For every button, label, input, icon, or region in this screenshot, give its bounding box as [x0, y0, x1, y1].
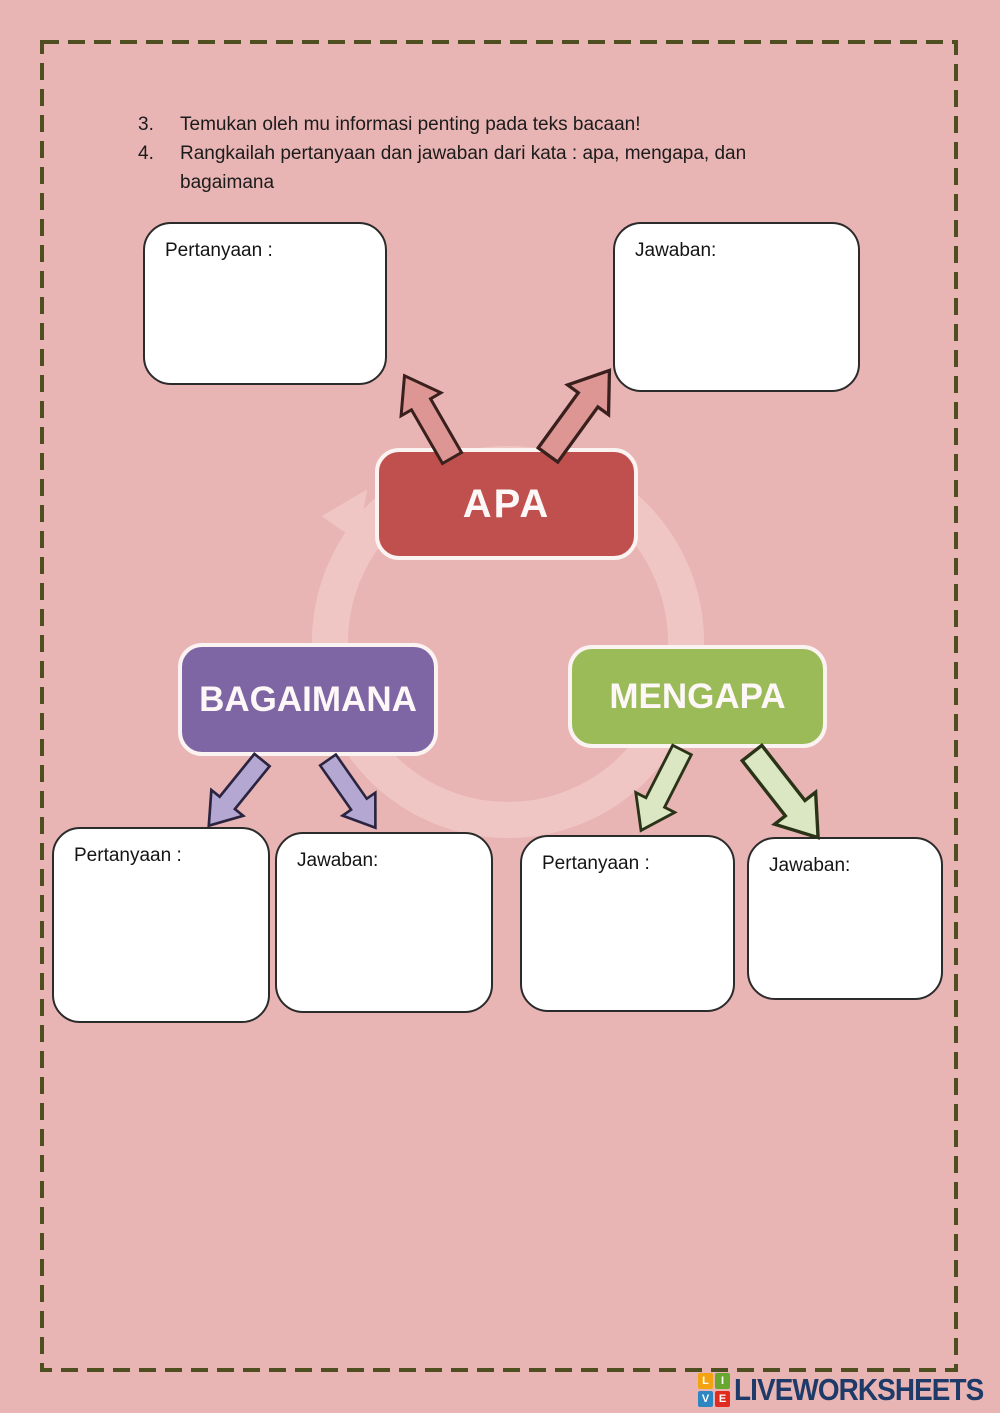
- node-label: BAGAIMANA: [199, 679, 417, 719]
- logo-square-i: I: [715, 1373, 730, 1389]
- answer-box-label: Jawaban:: [635, 240, 717, 261]
- node-label: APA: [462, 481, 551, 526]
- node-bagaimana: BAGAIMANA: [178, 643, 438, 756]
- node-apa: APA: [375, 448, 638, 560]
- logo-square-e: E: [715, 1391, 730, 1407]
- answer-box-label: Jawaban:: [297, 850, 379, 871]
- instruction-text: bagaimana: [180, 172, 275, 193]
- answer-box-label: Jawaban:: [769, 855, 851, 876]
- answer-box-apa-pertanyaan[interactable]: Pertanyaan :: [143, 222, 387, 385]
- instructions: 3. Temukan oleh mu informasi penting pad…: [138, 110, 828, 197]
- logo-square-v: V: [698, 1391, 713, 1407]
- dashed-page-frame: [40, 40, 958, 1372]
- instruction-text: Temukan oleh mu informasi penting pada t…: [180, 114, 641, 135]
- answer-box-label: Pertanyaan :: [165, 240, 273, 261]
- instruction-item-4: 4. Rangkailah pertanyaan dan jawaban dar…: [138, 139, 828, 197]
- answer-box-label: Pertanyaan :: [542, 853, 650, 874]
- answer-box-bagaimana-pertanyaan[interactable]: Pertanyaan :: [52, 827, 270, 1023]
- node-mengapa: MENGAPA: [568, 645, 827, 748]
- instruction-item-3: 3. Temukan oleh mu informasi penting pad…: [138, 110, 828, 139]
- instruction-number: 3.: [138, 114, 154, 135]
- answer-box-label: Pertanyaan :: [74, 845, 182, 866]
- node-label: MENGAPA: [609, 676, 786, 716]
- instruction-number: 4.: [138, 143, 154, 164]
- answer-box-mengapa-pertanyaan[interactable]: Pertanyaan :: [520, 835, 735, 1012]
- answer-box-mengapa-jawaban[interactable]: Jawaban:: [747, 837, 943, 1000]
- logo-square-l: L: [698, 1373, 713, 1389]
- liveworksheets-logo-icon: L I V E: [698, 1373, 730, 1407]
- instruction-text: Rangkailah pertanyaan dan jawaban dari k…: [180, 143, 747, 164]
- answer-box-apa-jawaban[interactable]: Jawaban:: [613, 222, 860, 392]
- answer-box-bagaimana-jawaban[interactable]: Jawaban:: [275, 832, 493, 1013]
- liveworksheets-logo[interactable]: L I V E LIVEWORKSHEETS: [698, 1372, 1000, 1408]
- brand-name: LIVEWORKSHEETS: [734, 1372, 984, 1407]
- cycle-ring-arrowhead-icon: [321, 489, 368, 542]
